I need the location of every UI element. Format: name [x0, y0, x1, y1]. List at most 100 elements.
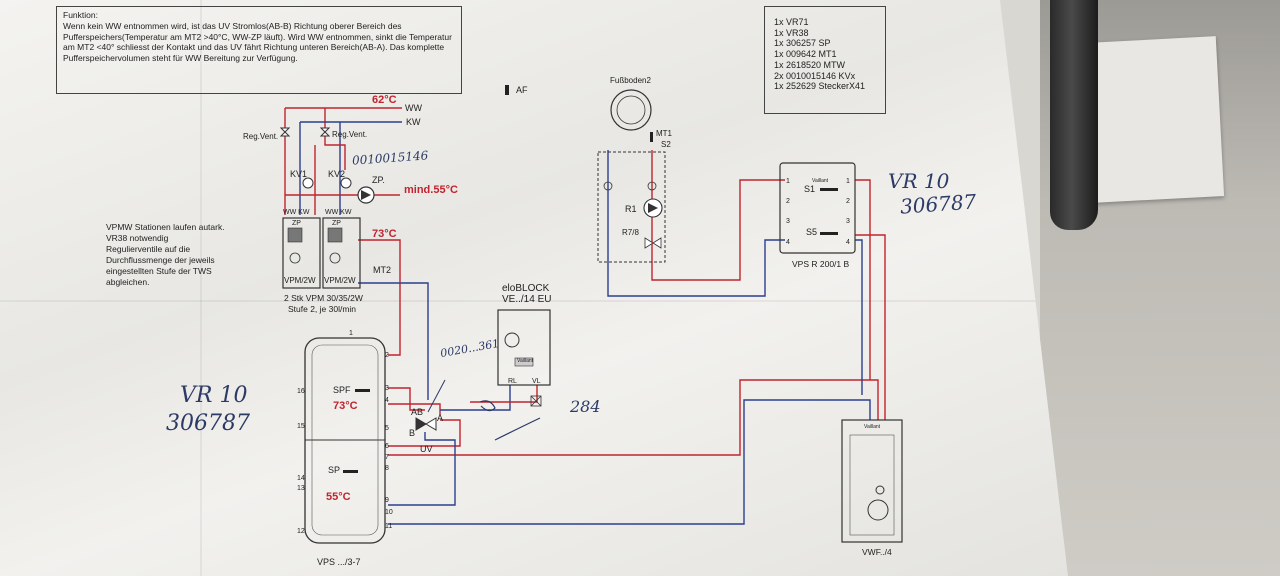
- spf-label: SPF: [333, 385, 351, 395]
- vpm-station-2: [322, 217, 361, 289]
- kv1-valve-icon: [302, 177, 314, 189]
- reg-vent-left-label: Reg.Vent.: [243, 132, 279, 141]
- function-text: Funktion: Wenn kein WW entnommen wird, i…: [63, 10, 458, 64]
- sp-label: SP: [328, 465, 341, 475]
- uv-valve-icon: [415, 417, 427, 431]
- note-line: Durchflussmenge der jeweils: [106, 255, 215, 265]
- eloblock-label-1: eloBLOCK: [502, 283, 550, 294]
- list-item: 1x 306257 SP: [774, 38, 831, 49]
- heatpump-flow-pipe: [388, 379, 879, 456]
- vaillant-logo-vps: Vaillant: [812, 178, 829, 184]
- floor-flow-pipe: [651, 179, 785, 281]
- mt1-label: MT1: [656, 129, 672, 138]
- tank-port-label: 5: [385, 425, 389, 432]
- uv-label: UV: [420, 444, 433, 454]
- handwritten-vr10-right-1: VR 10: [888, 169, 950, 193]
- background-black-pipe: [1050, 0, 1098, 230]
- schematic-sheet: [0, 0, 1068, 576]
- tank-port-label: 4: [385, 397, 389, 404]
- tank-port-label: 11: [385, 523, 393, 530]
- vps-r-port-label: 2: [846, 198, 850, 205]
- note-line: abgleichen.: [106, 277, 150, 287]
- list-item: 1x VR71: [774, 17, 809, 27]
- function-description: Wenn kein WW entnommen wird, ist das UV …: [63, 20, 452, 64]
- tank-port-label: 12: [297, 528, 305, 535]
- vwf-label: VWF../4: [862, 547, 892, 557]
- vps-r-port-label: 1: [846, 178, 850, 185]
- a-label: A: [437, 413, 444, 423]
- vps-tank-label: VPS .../3-7: [317, 557, 361, 567]
- tank-port-label: 16: [297, 388, 305, 395]
- function-title: Funktion:: [63, 10, 98, 20]
- tank-port-label: 1: [349, 330, 353, 337]
- vpm-station-1: [282, 217, 321, 289]
- list-item: 2x 0010015146 KVx: [774, 70, 856, 81]
- tank-port-label: 8: [385, 465, 389, 472]
- tank-port-label: 7: [385, 454, 389, 461]
- zp-label: ZP.: [372, 175, 385, 185]
- eloblock-unit: [497, 309, 551, 386]
- vps-r-unit: [779, 162, 856, 254]
- list-item: 1x 252629 SteckerX41: [774, 81, 866, 92]
- r1-label: R1: [625, 204, 637, 214]
- kv2-valve-icon: [340, 177, 352, 189]
- tank-port-label: 13: [297, 485, 305, 492]
- b-label: B: [409, 428, 416, 438]
- vpm-return-pipe: [358, 282, 429, 400]
- list-item: 1x VR38: [774, 27, 809, 38]
- reg-vent-right-label: Reg.Vent.: [332, 130, 368, 139]
- temp-73-tank-label: 73°C: [333, 400, 358, 412]
- eloblock-label-2: VE../14 EU: [502, 294, 552, 305]
- function-box: [56, 6, 462, 94]
- tank-port-label: 2: [385, 352, 389, 359]
- vaillant-logo-vwf: Vaillant: [864, 424, 881, 430]
- mt2-label: MT2: [373, 265, 391, 275]
- temp-73-top-label: 73°C: [372, 228, 397, 240]
- tank-port-label: 15: [297, 423, 305, 430]
- reg-valve-left-icon: [279, 127, 291, 137]
- s1-label: S1: [804, 184, 816, 194]
- parts-list: 1x VR71 1x VR38 1x 306257 SP 1x 009642 M…: [774, 17, 865, 92]
- handwritten-284: 284: [570, 397, 601, 416]
- rl-label: RL: [508, 378, 517, 385]
- list-item: 1x 2618520 MTW: [774, 59, 846, 70]
- vps-r-port-label: 1: [786, 178, 790, 185]
- vps-r-port-label: 4: [786, 239, 790, 246]
- kv1-label: KV1: [290, 169, 308, 179]
- tank-port-label: 10: [385, 509, 393, 516]
- tank-port-label: 14: [297, 475, 305, 482]
- paper-crease: [0, 300, 1068, 302]
- ww-label: WW: [405, 103, 422, 113]
- vpm2-label: VPM/2W: [324, 276, 356, 285]
- handwritten-vr10-left-2: 306787: [166, 411, 250, 436]
- reg-valve-right-icon: [319, 127, 331, 137]
- kv2-label: KV2: [328, 169, 346, 179]
- af-label: AF: [516, 85, 528, 95]
- s5-label: S5: [806, 227, 818, 237]
- fussboden-label: Fußboden2: [610, 76, 651, 85]
- vpm2-zp-label: ZP: [332, 220, 341, 227]
- vpm-caption-1: 2 Stk VPM 30/35/2W: [284, 293, 363, 303]
- temp-55-label: 55°C: [326, 491, 351, 503]
- paper-crease: [200, 0, 202, 576]
- vps-r-port-label: 2: [786, 198, 790, 205]
- vps-r-port-label: 3: [786, 218, 790, 225]
- note-line: eingestellten Stufe der TWS: [106, 266, 212, 276]
- vpm-supply-pipe: [358, 239, 401, 356]
- s2-label: S2: [661, 140, 671, 149]
- vps-r-port-label: 4: [846, 239, 850, 246]
- mind-55-label: mind.55°C: [404, 184, 458, 196]
- vwf-heatpump-unit: [841, 419, 903, 543]
- handwritten-vr10-right-2: 306787: [899, 189, 978, 219]
- tank-port-label: 9: [385, 497, 389, 504]
- list-item: 1x 009642 MT1: [774, 49, 837, 60]
- tank-port-label: 3: [385, 385, 389, 392]
- note-line: VPMW Stationen laufen autark.: [106, 222, 225, 232]
- vpm1-label: VPM/2W: [284, 276, 316, 285]
- vps-r-port-label: 3: [846, 218, 850, 225]
- note-line: VR38 notwendig: [106, 233, 169, 243]
- floor-heating-loop: [610, 89, 652, 131]
- r78-label: R7/8: [622, 228, 639, 237]
- kw-label: KW: [406, 117, 421, 127]
